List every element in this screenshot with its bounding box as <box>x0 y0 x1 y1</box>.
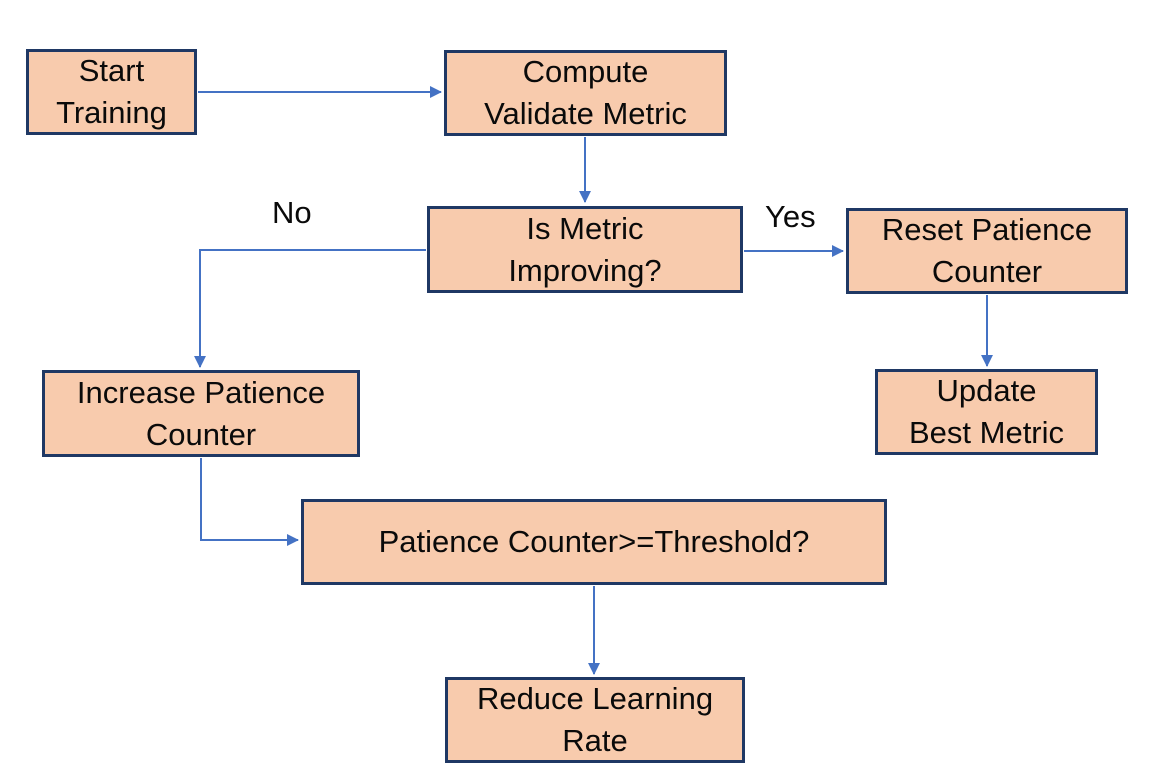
node-is-metric-improving: Is Metric Improving? <box>427 206 743 293</box>
node-increase-patience-counter: Increase Patience Counter <box>42 370 360 457</box>
node-compute-validate-metric: Compute Validate Metric <box>444 50 727 136</box>
arrow-decision-to-increase <box>194 249 426 368</box>
node-reduce-learning-rate: Reduce Learning Rate <box>445 677 745 763</box>
node-patience-threshold: Patience Counter>=Threshold? <box>301 499 887 585</box>
arrow-increase-to-threshold <box>200 458 299 546</box>
node-update-best-metric: Update Best Metric <box>875 369 1098 455</box>
node-start-training: Start Training <box>26 49 197 135</box>
edge-label-no: No <box>272 195 312 230</box>
node-reset-patience-counter: Reset Patience Counter <box>846 208 1128 294</box>
edge-label-yes: Yes <box>765 199 816 234</box>
